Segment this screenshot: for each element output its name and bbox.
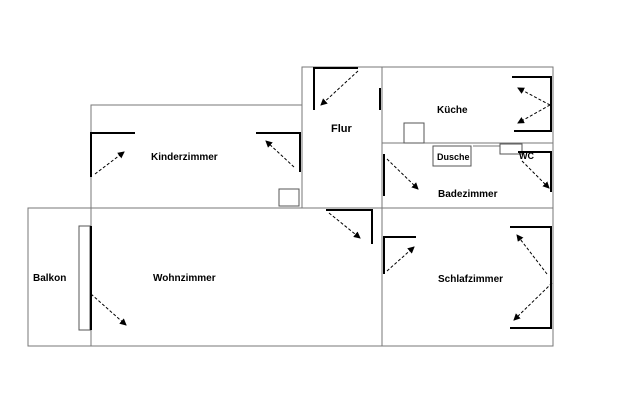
label-kinderzimmer: Kinderzimmer: [151, 152, 218, 163]
door-schlafzimmer-right: [510, 226, 553, 329]
room-labels: Kinderzimmer Flur Küche Dusche WC Badezi…: [33, 105, 534, 285]
wc-cistern: [499, 143, 523, 155]
label-wohnzimmer: Wohnzimmer: [153, 273, 216, 284]
schlafzimmer-outline: [381, 207, 554, 347]
label-dusche: Dusche: [437, 152, 470, 162]
door-flur-top: [313, 67, 359, 110]
kueche-counter: [403, 122, 425, 144]
doors: [90, 67, 553, 330]
door-kinderzimmer-right: [256, 132, 301, 172]
door-kinderzimmer-left: [90, 132, 135, 177]
label-badezimmer: Badezimmer: [438, 189, 498, 200]
door-schlafzimmer-left: [383, 236, 416, 274]
door-wc: [518, 151, 552, 192]
shower: [432, 145, 472, 167]
label-flur: Flur: [331, 123, 352, 135]
label-balkon: Balkon: [33, 273, 66, 284]
label-kueche: Küche: [437, 105, 468, 116]
label-wc: WC: [519, 151, 534, 161]
kinderzimmer-fixture: [278, 188, 300, 207]
balkon-door-frame: [78, 225, 91, 331]
door-flur-wohnzimmer: [326, 209, 373, 244]
door-badezimmer: [383, 154, 419, 196]
door-kueche-right: [512, 76, 552, 132]
label-schlafzimmer: Schlafzimmer: [438, 274, 503, 285]
wohnzimmer-outline: [90, 207, 383, 347]
door-balkon: [90, 226, 127, 330]
